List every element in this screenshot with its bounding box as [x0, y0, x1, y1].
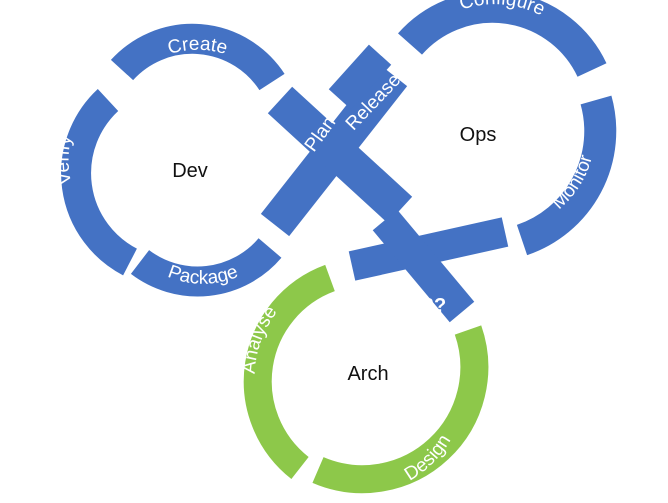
connector-band-b — [372, 209, 475, 323]
arch-loop — [243, 264, 489, 494]
create-segment — [110, 23, 285, 91]
create-label: Create — [166, 34, 230, 59]
package-segment — [130, 237, 282, 297]
analyse-segment — [243, 264, 336, 480]
monitor-segment — [516, 95, 617, 256]
question-marks-marker: ?? — [422, 295, 446, 317]
release-band-cap — [328, 44, 392, 110]
verify-label: Verify — [52, 133, 76, 187]
verify-segment — [61, 89, 138, 276]
devops-crossing — [260, 44, 413, 237]
ops-loop — [398, 0, 617, 256]
ops-hub-label: Ops — [460, 124, 497, 146]
release-band — [267, 86, 413, 224]
dev-hub-label: Dev — [172, 160, 208, 182]
configure-segment — [398, 0, 607, 78]
package-label: Package — [165, 261, 241, 288]
dev-loop — [61, 23, 285, 297]
arch-hub-label: Arch — [347, 363, 388, 385]
ops-arch-connector — [348, 209, 509, 323]
design-segment — [312, 325, 489, 494]
